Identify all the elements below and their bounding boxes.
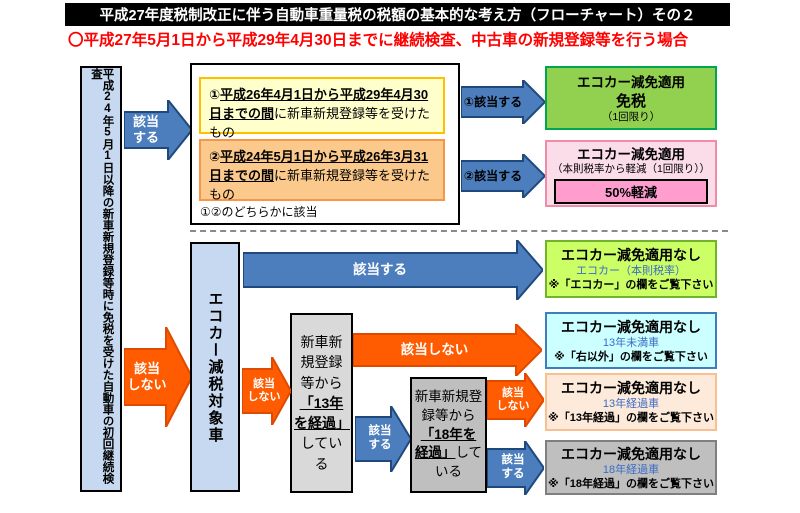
dashed-divider — [190, 230, 728, 232]
period-option-1: ①平成26年4月1日から平成29年4月30日までの間に新車新規登録等を受けたもの — [199, 77, 445, 140]
result-no-eco-line1: エコカー減免適用なし — [561, 247, 701, 263]
badge-50-percent: 50%軽減 — [554, 179, 708, 204]
result-no-eco-line2: エコカー（本則税率） — [576, 265, 686, 277]
arrow-eco-applies-long: 該当する — [243, 240, 543, 300]
result-exempt-line2: 免税 — [615, 93, 646, 110]
result-exempt-line3: （1回限り） — [601, 111, 661, 123]
arrow-13-applies-label: 該当 する — [368, 425, 392, 451]
period-option-2: ②平成24年5月1日から平成26年3月31日までの間に新車新規登録等を受けたもの — [199, 139, 445, 202]
result-over-13-line3: ※「13年経過」の欄をご覧下さい — [548, 412, 714, 424]
result-over-18-line3: ※「18年経過」の欄をご覧下さい — [548, 478, 714, 490]
arrow-applies-to-period: 該当 する — [124, 100, 192, 160]
result-under-13-line2: 13年未満車 — [602, 337, 660, 349]
arrow-eco-applies-long-label: 該当する — [353, 261, 407, 277]
eco-target-label: エコカー減税対象車 — [206, 290, 224, 444]
result-under-13-box: エコカー減免適用なし 13年未満車 ※「右以外」の欄をご覧下さい — [545, 312, 717, 369]
check-13-pre: 新車新規登録等から — [300, 333, 343, 391]
result-reduced-line2: （本則税率から軽減（1回限り）） — [551, 163, 711, 175]
result-over-18-line2: 18年経過車 — [602, 464, 660, 476]
period-group-caption: ①②のどちらかに該当 — [200, 205, 318, 219]
check-18-box: 新車新規登録等から「18年を経過」している — [410, 377, 487, 493]
arrow-option2-applies-label: ②該当する — [463, 168, 523, 183]
arrow-13-not-applies-long-label: 該当しない — [400, 341, 469, 357]
period-group-box: ①平成26年4月1日から平成29年4月30日までの間に新車新規登録等を受けたもの… — [190, 63, 460, 225]
period-option-1-marker: ① — [209, 87, 221, 102]
period-option-2-rest: に新車新規登録等を受けたもの — [209, 167, 431, 202]
result-over-13-line1: エコカー減免適用なし — [561, 380, 701, 396]
check-18-post: している — [435, 445, 483, 480]
result-over-13-box: エコカー減免適用なし 13年経過車 ※「13年経過」の欄をご覧下さい — [545, 373, 717, 431]
check-18-em: 「18年を経過」 — [414, 426, 477, 461]
result-over-13-line2: 13年経過車 — [602, 398, 660, 410]
arrow-applies-to-period-label: 該当 する — [132, 114, 159, 145]
check-18-pre: 新車新規登録等から — [414, 388, 483, 423]
result-over-18-box: エコカー減免適用なし 18年経過車 ※「18年経過」の欄をご覧下さい — [545, 440, 717, 495]
arrow-eco-not-applies-label: 該当 しない — [247, 377, 281, 403]
arrow-not-applies-to-eco: 該当 しない — [124, 327, 192, 427]
arrow-option1-applies: ①該当する — [461, 80, 545, 124]
result-reduced-box: エコカー減免適用 （本則税率から軽減（1回限り）） 50%軽減 — [545, 140, 717, 207]
period-option-1-rest: に新車新規登録等を受けたもの — [209, 105, 431, 140]
arrow-option2-applies: ②該当する — [461, 154, 545, 198]
result-no-eco-box: エコカー減免適用なし エコカー（本則税率） ※「エコカー」の欄をご覧下さい — [545, 240, 717, 298]
arrow-13-applies: 該当 する — [355, 406, 411, 472]
arrow-not-applies-to-eco-label: 該当 しない — [127, 361, 167, 392]
check-13-em: 「13年を経過」 — [294, 394, 350, 432]
arrow-eco-not-applies: 該当 しない — [242, 357, 291, 425]
result-exempt-line1: エコカー減免適用 — [577, 75, 685, 90]
start-box-label: 平成24年5月1日以降の新車新規登録等時に免税を受けた自動車の初回継続検査 — [90, 68, 114, 484]
arrow-option1-applies-label: ①該当する — [463, 94, 523, 109]
page-subtitle: 〇平成27年5月1日から平成29年4月30日までに継続検査、中古車の新規登録等を… — [68, 32, 689, 49]
arrow-18-not-applies-label: 該当 しない — [496, 386, 530, 412]
result-no-eco-line3: ※「エコカー」の欄をご覧下さい — [548, 279, 714, 291]
check-13-box: 新車新規登録等から「13年を経過」している — [290, 313, 353, 493]
result-under-13-line1: エコカー減免適用なし — [561, 319, 701, 335]
start-box: 平成24年5月1日以降の新車新規登録等時に免税を受けた自動車の初回継続検査 — [80, 66, 122, 492]
period-option-2-marker: ② — [209, 149, 221, 164]
result-under-13-line3: ※「右以外」の欄をご覧下さい — [554, 351, 708, 363]
result-reduced-line1: エコカー減免適用 — [577, 147, 685, 162]
result-exempt-box: エコカー減免適用 免税 （1回限り） — [545, 66, 717, 130]
arrow-18-applies-label: 該当 する — [501, 454, 525, 480]
period-option-1-period: 平成26年4月1日から平成29年4月30日までの間 — [209, 87, 429, 121]
period-option-2-period: 平成24年5月1日から平成26年3月31日までの間 — [209, 149, 429, 183]
check-13-post: している — [300, 435, 343, 472]
eco-target-box: エコカー減税対象車 — [190, 242, 240, 492]
result-over-18-line1: エコカー減免適用なし — [561, 446, 701, 462]
arrow-13-not-applies-long: 該当しない — [353, 324, 542, 376]
arrow-18-applies: 該当 する — [487, 441, 544, 495]
page-title: 平成27年度税制改正に伴う自動車重量税の税額の基本的な考え方（フローチャート）そ… — [65, 3, 730, 26]
arrow-18-not-applies: 該当 しない — [487, 373, 544, 427]
